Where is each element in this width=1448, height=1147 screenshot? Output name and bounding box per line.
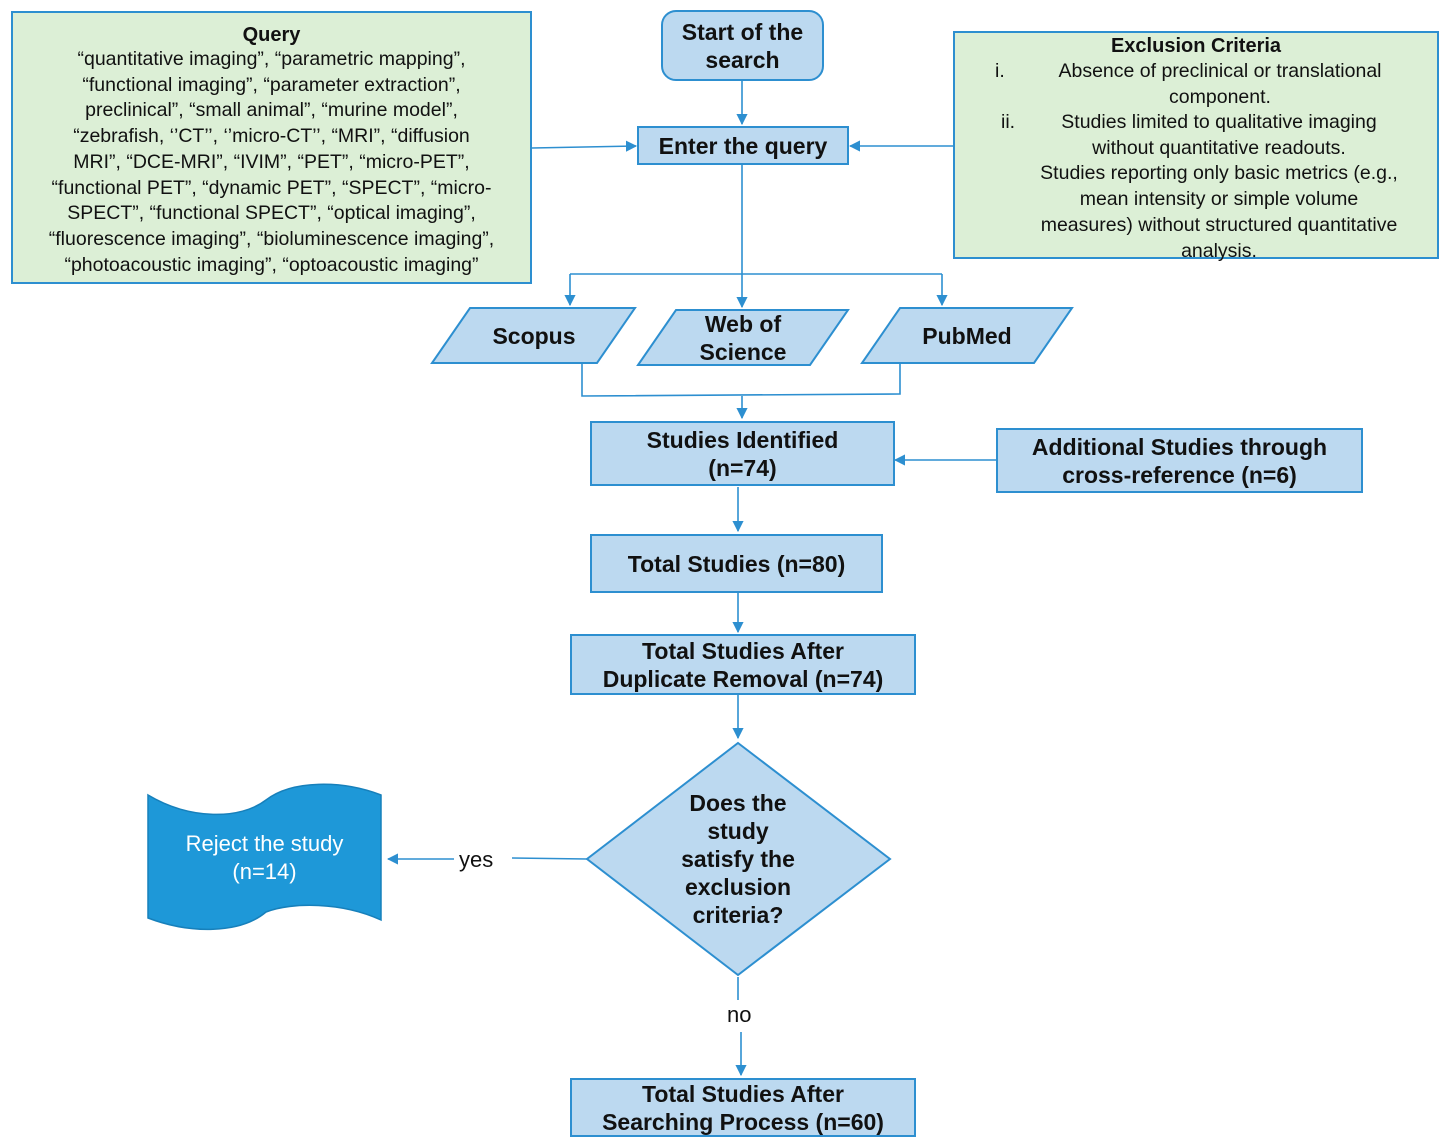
start-label-line: Start of the: [681, 18, 804, 45]
exclusion-title: Exclusion Criteria: [1110, 35, 1282, 57]
scopus-parallelogram: [430, 307, 637, 364]
query-line: “fluorescence imaging”, “bioluminescence…: [48, 227, 495, 250]
exclusion-item-1: Absence of preclinical or translational …: [1025, 59, 1415, 110]
query-line: “functional PET”, “dynamic PET”, “SPECT”…: [51, 176, 492, 199]
decision-node: Does the study satisfy the exclusion cri…: [638, 774, 838, 944]
start-terminal-shape: [661, 10, 824, 81]
query-line: “quantitative imaging”, “parametric mapp…: [77, 48, 466, 70]
start-label-line: search: [705, 46, 780, 73]
decision-line: Does the: [689, 790, 787, 816]
pubmed-parallelogram: [860, 307, 1074, 364]
exclusion-item-line: Studies reporting only basic metrics (e.…: [1040, 162, 1398, 185]
total-label: Total Studies (n=80): [627, 550, 846, 577]
arrow-querybox-to-enter: [531, 140, 638, 152]
query-line: “zebrafish, ‘’CT’’, ‘’micro-CT’’, “MRI”,…: [73, 125, 470, 148]
wos-label-line: Science: [699, 338, 787, 365]
identified-line: (n=74): [708, 454, 777, 481]
no-label: no: [727, 1002, 752, 1027]
query-title: Query: [242, 24, 301, 46]
query-box: Query “quantitative imaging”, “parametri…: [11, 11, 532, 284]
final-line: Total Studies After: [642, 1080, 844, 1107]
identified-line: Studies Identified: [646, 426, 839, 453]
reject-line: Reject the study: [185, 830, 344, 856]
exclusion-item-line: component.: [1169, 85, 1271, 108]
additional-studies-box: Additional Studies through cross-referen…: [996, 428, 1363, 493]
decision-line: criteria?: [692, 902, 784, 928]
exclusion-item-2: Studies limited to qualitative imaging w…: [1015, 110, 1423, 264]
decision-line: satisfy the: [681, 846, 795, 872]
query-line: preclinical”, “small animal”, “murine mo…: [85, 99, 458, 122]
exclusion-criteria-box: Exclusion Criteria i. Absence of preclin…: [953, 31, 1439, 262]
pubmed-label: PubMed: [922, 322, 1012, 349]
additional-line: cross-reference (n=6): [1062, 461, 1297, 488]
enter-query-box: Enter the query: [637, 126, 849, 165]
arrow-decision-to-reject: [511, 857, 588, 860]
query-line: “functional imaging”, “parameter extract…: [82, 73, 461, 96]
exclusion-item-line: measures) without structured quantitativ…: [1040, 213, 1398, 236]
start-node: Start of the search: [662, 11, 823, 80]
exclusion-item-line: mean intensity or simple volume: [1079, 188, 1359, 211]
query-line: SPECT”, “functional SPECT”, “optical ima…: [67, 202, 476, 225]
pubmed-node: PubMed: [872, 308, 1062, 363]
exclusion-item-line: without quantitative readouts.: [1092, 136, 1346, 159]
additional-line: Additional Studies through: [1031, 433, 1328, 460]
reject-node: Reject the study (n=14): [148, 815, 381, 900]
after-dup-line: Total Studies After: [642, 637, 844, 664]
total-studies-box: Total Studies (n=80): [590, 534, 883, 593]
enter-query-label: Enter the query: [658, 132, 828, 159]
studies-identified-box: Studies Identified (n=74): [590, 421, 895, 486]
yes-label: yes: [459, 847, 494, 872]
decision-line: exclusion: [684, 874, 792, 900]
wos-label-line: Web of: [704, 310, 782, 337]
reject-document-shape: [147, 783, 382, 930]
exclusion-item-line: Absence of preclinical or translational: [1058, 60, 1382, 82]
query-line: MRI”, “DCE-MRI”, “IVIM”, “PET”, “micro-P…: [73, 150, 470, 173]
reject-line: (n=14): [232, 858, 297, 884]
decision-diamond: [585, 741, 892, 977]
final-studies-box: Total Studies After Searching Process (n…: [570, 1078, 916, 1137]
exclusion-marker-ii: ii.: [1001, 111, 1016, 133]
web-of-science-node: Web of Science: [648, 310, 838, 365]
scopus-label: Scopus: [492, 322, 576, 349]
scopus-node: Scopus: [440, 308, 628, 363]
query-line: “photoacoustic imaging”, “optoacoustic i…: [64, 253, 479, 276]
merge-line: [581, 364, 901, 397]
exclusion-marker-i: i.: [995, 60, 1005, 82]
final-line: Searching Process (n=60): [602, 1108, 884, 1135]
wos-parallelogram: [636, 309, 850, 366]
after-dup-line: Duplicate Removal (n=74): [602, 665, 884, 692]
decision-line: study: [707, 818, 769, 844]
exclusion-item-line: analysis.: [1181, 239, 1257, 262]
after-duplicate-box: Total Studies After Duplicate Removal (n…: [570, 634, 916, 695]
exclusion-item-line: Studies limited to qualitative imaging: [1061, 111, 1377, 133]
